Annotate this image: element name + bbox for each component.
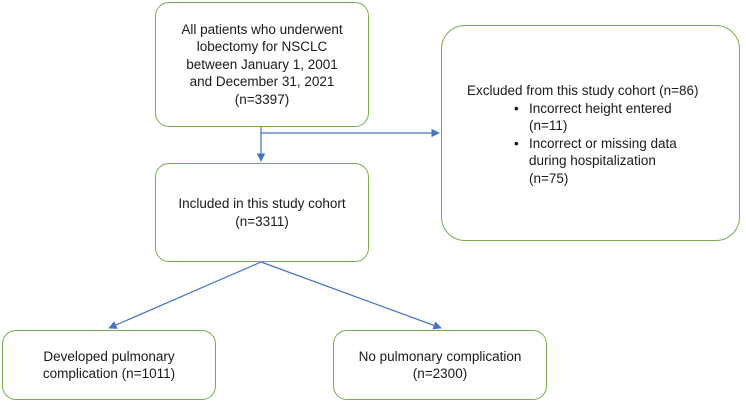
connector-to-complication	[108, 261, 262, 329]
all-patients-line: All patients who underwent	[181, 21, 343, 37]
exclusion-reason: during hospitalization	[529, 153, 656, 168]
no-complication-count: (n=2300)	[412, 366, 468, 381]
all-patients-line: lobectomy for NSCLC	[196, 39, 328, 55]
connector-to-no-complication	[260, 261, 442, 330]
included-box: Included in this study cohort (n=3311)	[155, 163, 369, 262]
complication-count: complication (n=1011)	[42, 366, 176, 381]
no-complication-label: No pulmonary complication	[358, 348, 522, 364]
included-label: Included in this study cohort	[178, 196, 346, 211]
all-patients-line: between January 1, 2001	[186, 56, 338, 72]
no-complication-box: No pulmonary complication (n=2300)	[333, 330, 547, 400]
excluded-title: Excluded from this study cohort (n=86)	[467, 83, 699, 98]
complication-label: Developed pulmonary	[43, 348, 175, 364]
complication-box: Developed pulmonary complication (n=1011…	[2, 330, 216, 400]
exclusion-count: (n=75)	[529, 170, 569, 186]
excluded-box: Excluded from this study cohort (n=86) I…	[441, 25, 740, 241]
included-count: (n=3311)	[235, 213, 289, 229]
all-patients-box: All patients who underwent lobectomy for…	[155, 2, 369, 127]
exclusion-item: Incorrect or missing data during hospita…	[514, 135, 677, 188]
exclusion-count: (n=11)	[529, 118, 568, 133]
all-patients-count: (n=3397)	[234, 91, 290, 107]
exclusion-list: Incorrect height entered (n=11) Incorrec…	[467, 100, 677, 188]
all-patients-line: and December 31, 2021	[189, 74, 335, 90]
exclusion-reason: Incorrect height entered	[529, 100, 672, 116]
exclusion-item: Incorrect height entered (n=11)	[514, 100, 677, 135]
exclusion-reason: Incorrect or missing data	[529, 135, 677, 151]
